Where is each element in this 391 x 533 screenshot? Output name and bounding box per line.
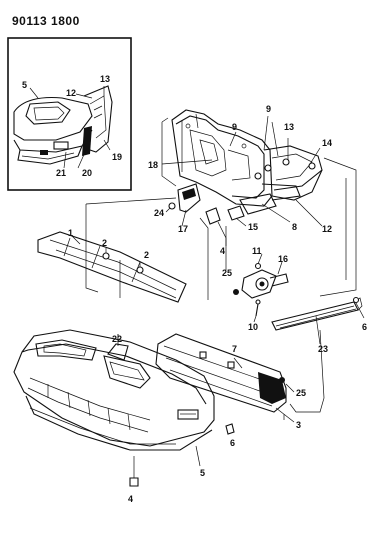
callout-17: 17: [178, 224, 188, 234]
callout-20: 20: [82, 168, 92, 178]
callout-2: 2: [144, 250, 149, 260]
callout-25: 25: [222, 268, 232, 278]
callout-16: 16: [278, 254, 288, 264]
callout-8: 8: [292, 222, 297, 232]
callout-24: 24: [154, 208, 164, 218]
routing-lines-upper: [85, 117, 357, 300]
callout-5: 5: [22, 80, 27, 90]
callout-21: 21: [56, 168, 66, 178]
callout-12: 12: [66, 88, 76, 98]
callout-2: 2: [102, 238, 107, 248]
radiator-support: [171, 109, 323, 225]
callout-11: 11: [252, 246, 262, 256]
impact-bar: [155, 329, 325, 420]
callout-1: 1: [68, 228, 73, 238]
inset-view: [7, 37, 132, 191]
callout-3: 3: [296, 420, 301, 430]
callout-6: 6: [362, 322, 367, 332]
callout-12: 12: [322, 224, 332, 234]
callout-25: 25: [296, 388, 306, 398]
callout-7: 7: [232, 344, 237, 354]
callout-19: 19: [112, 152, 122, 162]
callout-23: 23: [318, 344, 328, 354]
fasteners: [71, 115, 323, 487]
callout-18: 18: [148, 160, 158, 170]
callout-13: 13: [284, 122, 294, 132]
callout-4: 4: [128, 494, 133, 504]
callout-6: 6: [230, 438, 235, 448]
callout-9: 9: [266, 104, 271, 114]
right-side-parts: [233, 262, 365, 383]
callout-4: 4: [220, 246, 225, 256]
upper-panel: [37, 231, 187, 303]
callout-22: 22: [112, 334, 122, 344]
callout-15: 15: [248, 222, 258, 232]
diagram-code: 90113 1800: [12, 14, 80, 28]
callout-10: 10: [248, 322, 258, 332]
bumper-fascia: [13, 329, 215, 451]
callout-labels: 1223445566789910111212131314151617181920…: [22, 74, 367, 504]
callout-13: 13: [100, 74, 110, 84]
callout-5: 5: [200, 468, 205, 478]
callout-9: 9: [232, 122, 237, 132]
callout-14: 14: [322, 138, 332, 148]
